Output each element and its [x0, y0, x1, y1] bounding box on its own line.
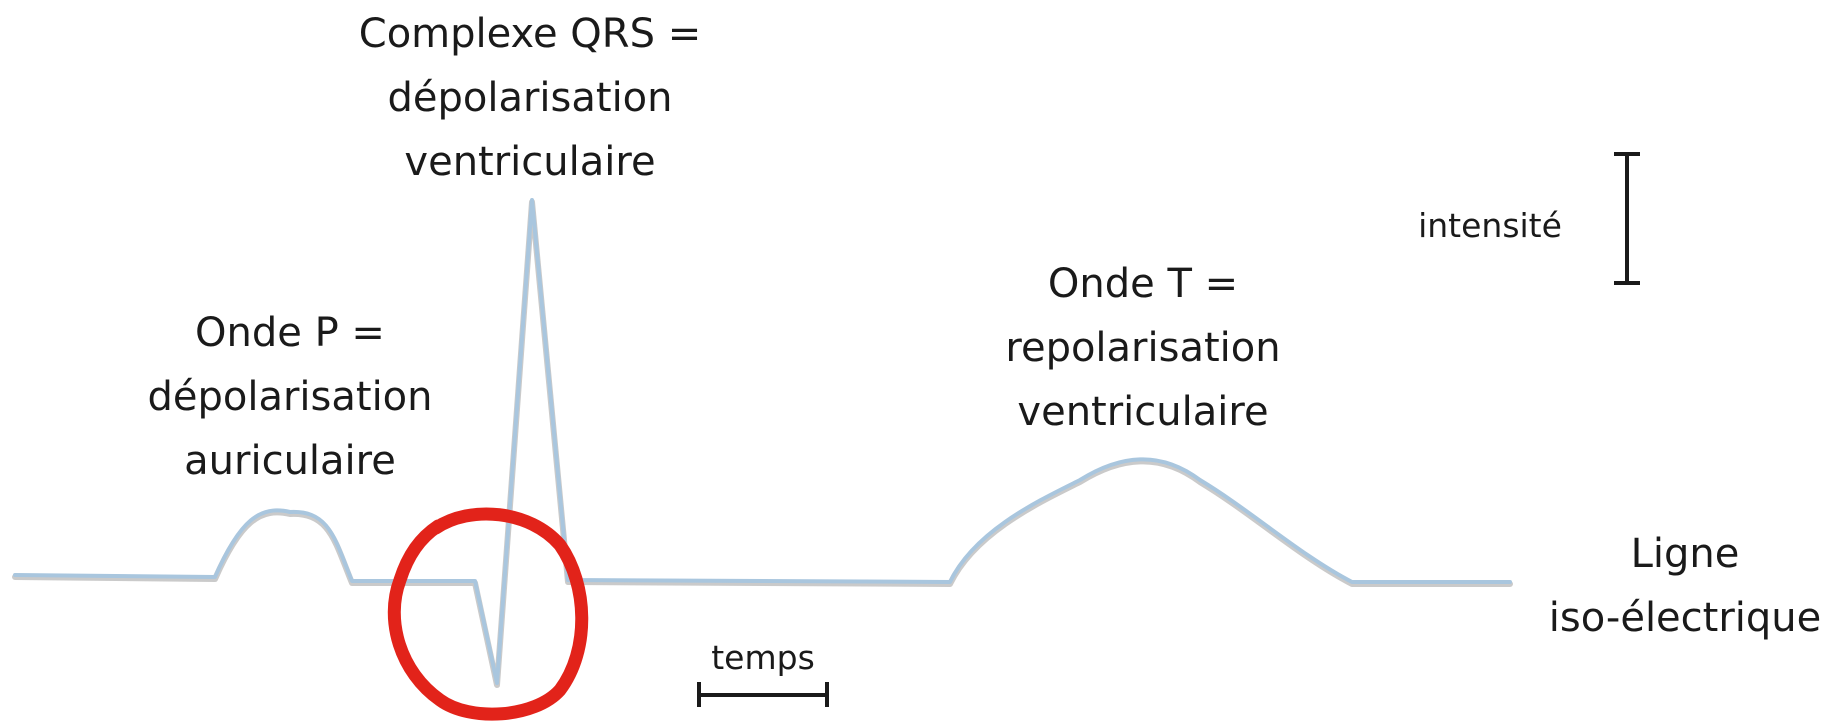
qrs-line-3: ventriculaire: [404, 139, 656, 185]
isoelectric-line-1: Ligne: [1630, 531, 1740, 577]
qrs-title: Complexe QRS =: [358, 11, 702, 57]
isoelectric-line-label: Ligne iso-électrique: [1520, 522, 1845, 650]
t-wave-line-2: repolarisation: [1005, 325, 1281, 371]
t-wave-line-3: ventriculaire: [1017, 389, 1269, 435]
time-scale-bar: [697, 682, 829, 707]
qrs-line-2: dépolarisation: [387, 75, 673, 121]
p-wave-title: Onde P =: [195, 310, 385, 356]
intensity-scale-bar: [1614, 152, 1640, 285]
p-wave-line-3: auriculaire: [184, 438, 396, 484]
t-wave-title: Onde T =: [1047, 261, 1239, 307]
t-wave-label: Onde T = repolarisation ventriculaire: [943, 252, 1343, 444]
qrs-complex-label: Complexe QRS = dépolarisation ventricula…: [330, 2, 730, 194]
isoelectric-line-2: iso-électrique: [1548, 595, 1822, 641]
p-wave-label: Onde P = dépolarisation auriculaire: [90, 301, 490, 493]
p-wave-line-2: dépolarisation: [147, 374, 433, 420]
time-label: temps: [711, 638, 815, 677]
highlight-circle: [387, 507, 589, 721]
intensity-label: intensité: [1418, 206, 1562, 245]
ecg-trace: [13, 198, 1512, 685]
